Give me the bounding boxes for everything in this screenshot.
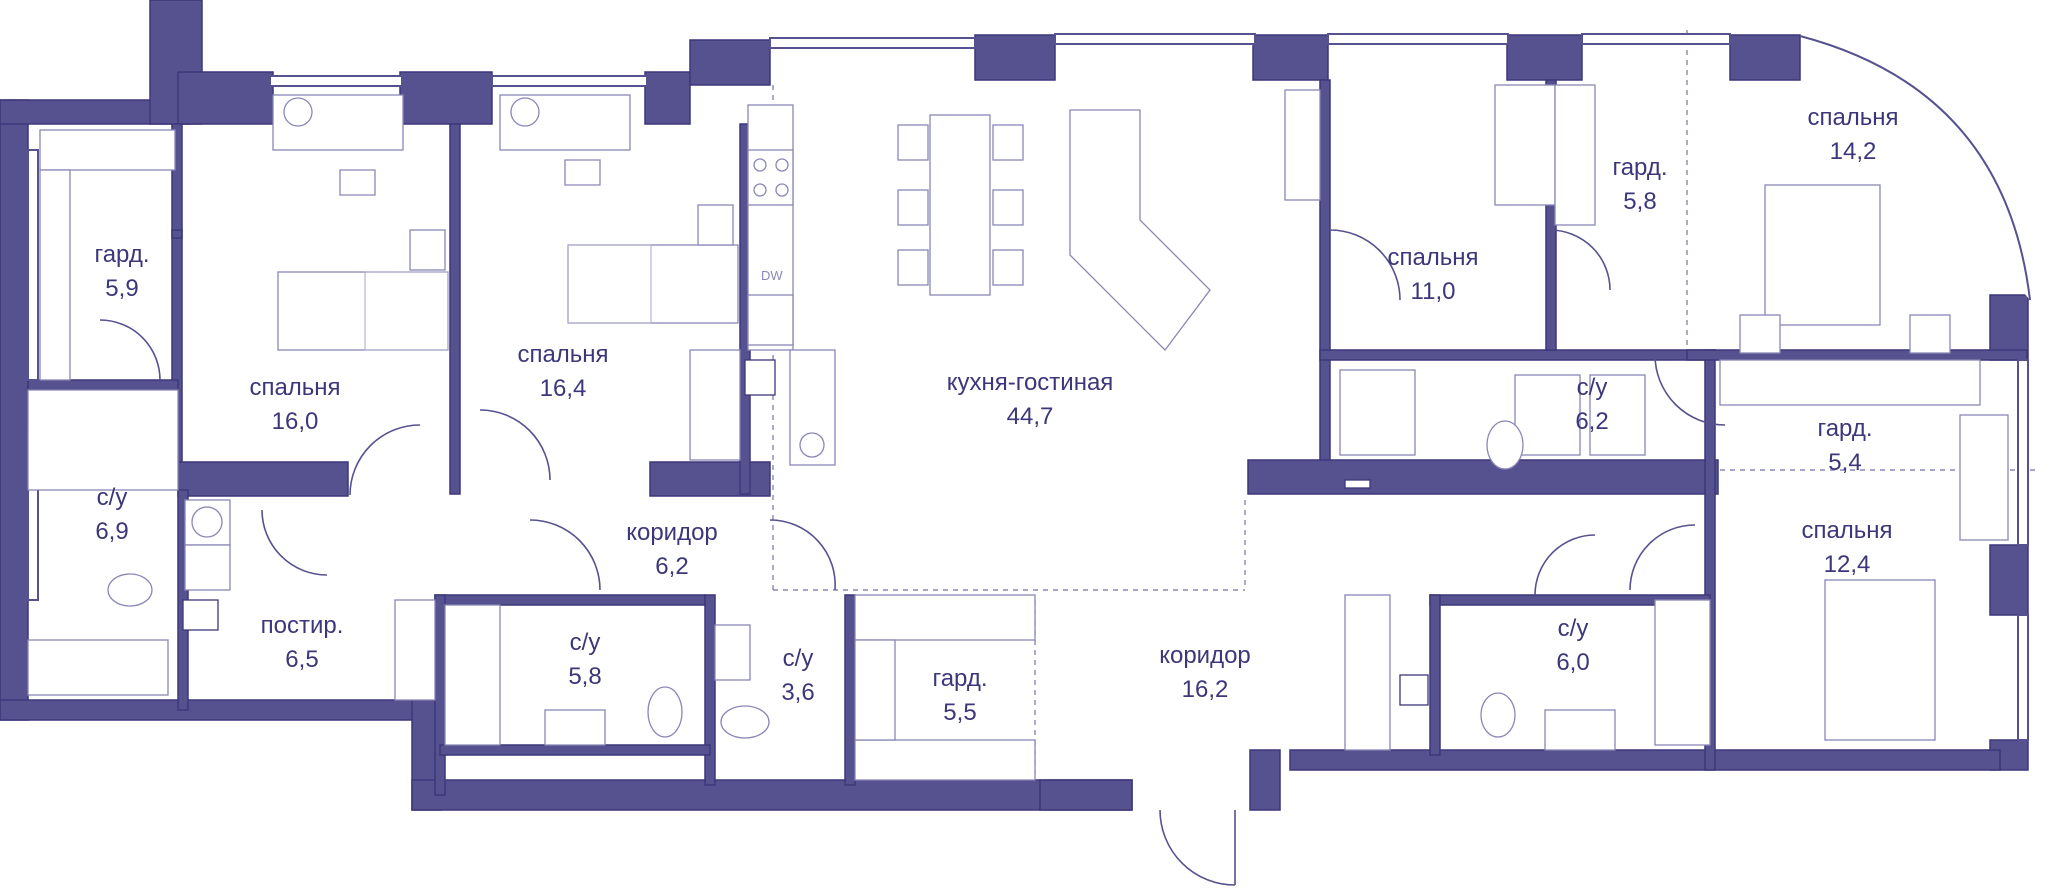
room-label-wardrobe-4: гард.5,4: [1817, 415, 1873, 476]
room-label-wardrobe-left: гард.5,9: [94, 241, 150, 302]
windows: [27, 33, 2031, 741]
room-label-wardrobe-2: гард.5,5: [932, 665, 988, 726]
furniture: DW: [27, 84, 2009, 781]
room-label-laundry: постир.6,5: [260, 612, 344, 673]
room-label-wardrobe-3: гард.5,8: [1612, 154, 1668, 215]
dishwasher-label: DW: [761, 268, 783, 283]
door-swings: [99, 229, 1726, 886]
fixtures: [182, 359, 1429, 706]
